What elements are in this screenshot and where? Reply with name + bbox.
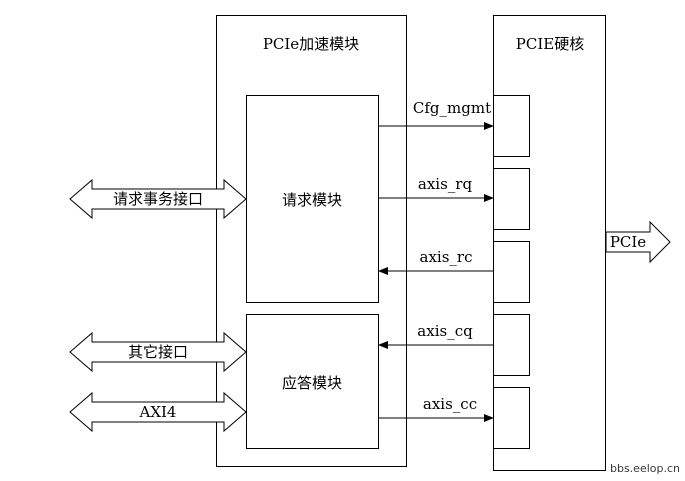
accelerator-title: PCIe加速模块 xyxy=(263,35,359,53)
port-cfg-mgmt xyxy=(493,95,530,157)
other-interface-label: 其它接口 xyxy=(128,343,188,361)
axi4-bus-arrow xyxy=(69,391,247,433)
axi4-label: AXI4 xyxy=(139,403,177,421)
accelerator-box xyxy=(216,15,407,467)
response-block-label: 应答模块 xyxy=(282,374,342,392)
port-axis-cq xyxy=(493,314,530,376)
pcie-output-arrow xyxy=(605,220,671,264)
pcie-output-label: PCIe xyxy=(610,233,646,251)
request-txn-bus-arrow xyxy=(69,178,247,220)
pcie-core-title: PCIE硬核 xyxy=(516,35,584,53)
request-txn-label: 请求事务接口 xyxy=(113,190,203,208)
port-axis-cc xyxy=(493,387,530,449)
axis-cq-label: axis_cq xyxy=(417,322,473,340)
other-interface-bus-arrow xyxy=(69,331,247,373)
axis-rc-label: axis_rc xyxy=(420,248,473,266)
port-axis-rq xyxy=(493,168,530,230)
port-axis-rc xyxy=(493,241,530,303)
response-block xyxy=(246,314,379,449)
request-block-label: 请求模块 xyxy=(282,191,342,209)
axis-cc-label: axis_cc xyxy=(423,395,477,413)
pcie-core-box xyxy=(493,15,606,471)
watermark: bbs.eelop.cn xyxy=(610,462,680,475)
cfg-mgmt-label: Cfg_mgmt xyxy=(413,99,491,117)
axis-rq-label: axis_rq xyxy=(418,175,473,193)
